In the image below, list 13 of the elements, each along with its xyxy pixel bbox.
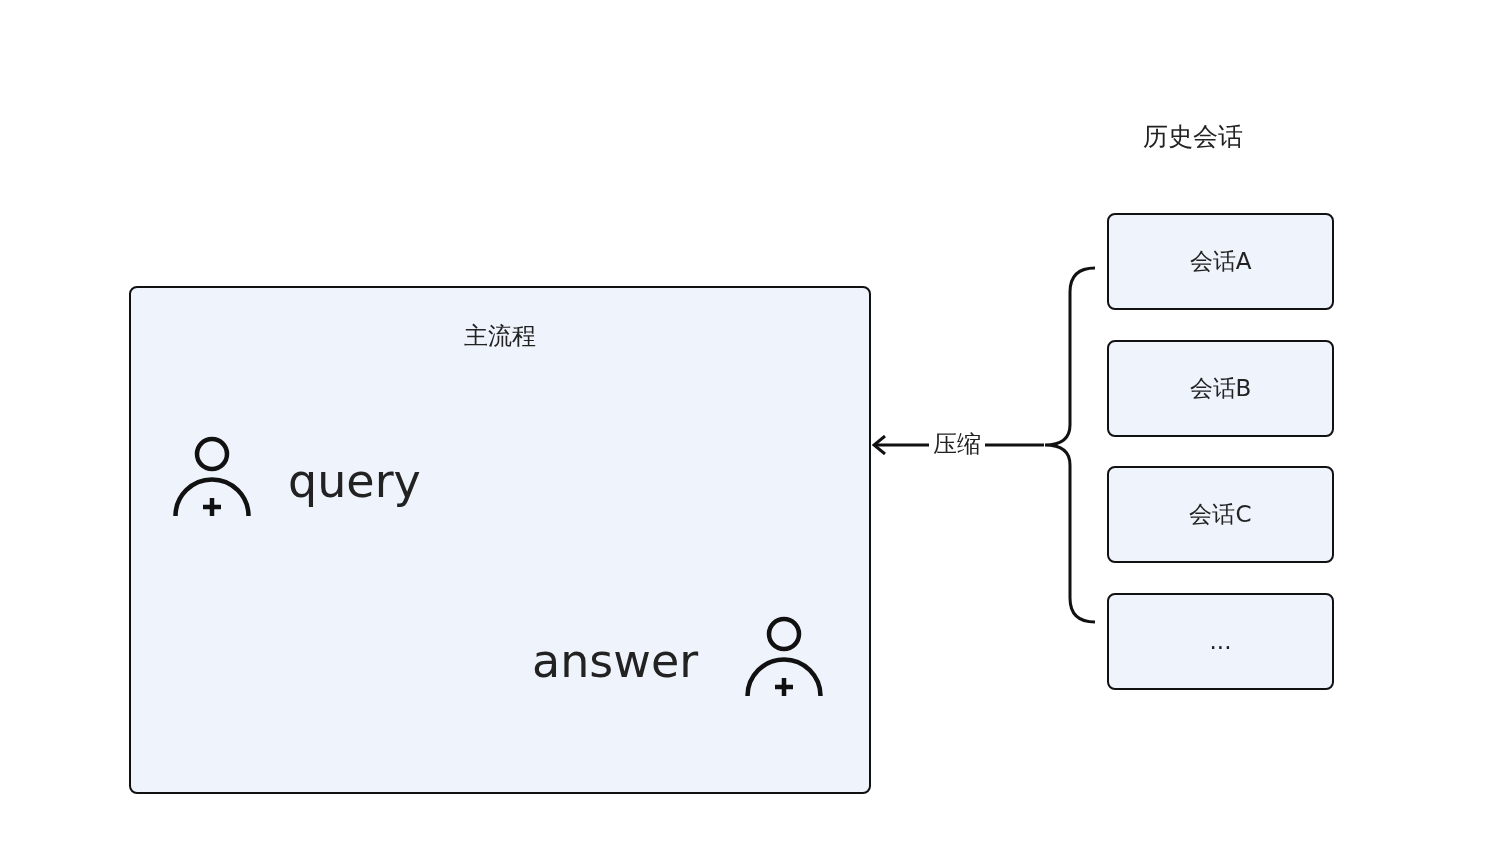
node-label: ... <box>1209 627 1232 656</box>
node-label: 会话A <box>1189 247 1252 276</box>
session-box <box>1107 340 1334 437</box>
node-label: 会话B <box>1189 374 1252 403</box>
curly-brace <box>1044 266 1096 624</box>
node-label: 会话C <box>1189 500 1252 529</box>
session-box <box>1107 466 1334 563</box>
message-label: answer <box>532 638 699 684</box>
group-heading: 历史会话 <box>1143 124 1243 149</box>
container-box <box>129 286 871 794</box>
session-box <box>1107 213 1334 310</box>
session-box <box>1107 593 1334 690</box>
node-label: 主流程 <box>464 322 536 351</box>
